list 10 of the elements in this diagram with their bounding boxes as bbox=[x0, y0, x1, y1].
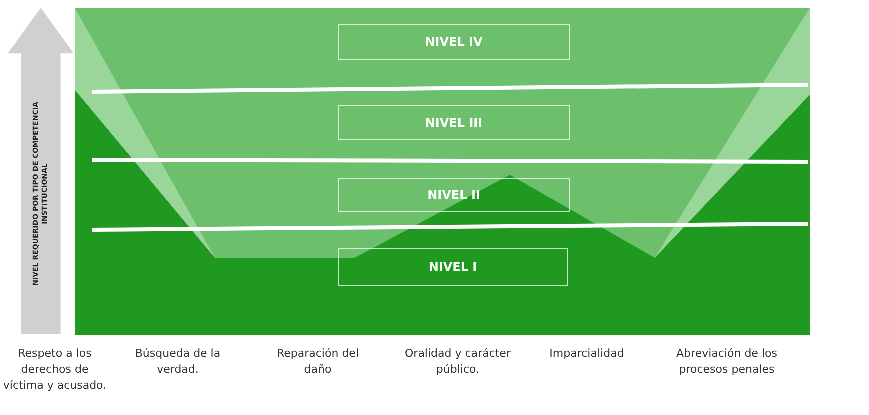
category-label: Imparcialidad bbox=[548, 346, 626, 362]
level-box: NIVEL I bbox=[338, 248, 568, 286]
category-label: Reparación del daño bbox=[276, 346, 360, 378]
category-label: Búsqueda de la verdad. bbox=[134, 346, 222, 378]
level-box: NIVEL IV bbox=[338, 24, 570, 60]
category-label: Abreviación de los procesos penales bbox=[676, 346, 778, 378]
level-box: NIVEL II bbox=[338, 178, 570, 212]
category-label: Respeto a los derechos de víctima y acusado. bbox=[2, 346, 108, 394]
level-box: NIVEL III bbox=[338, 105, 570, 140]
category-label: Oralidad y carácter público. bbox=[404, 346, 512, 378]
